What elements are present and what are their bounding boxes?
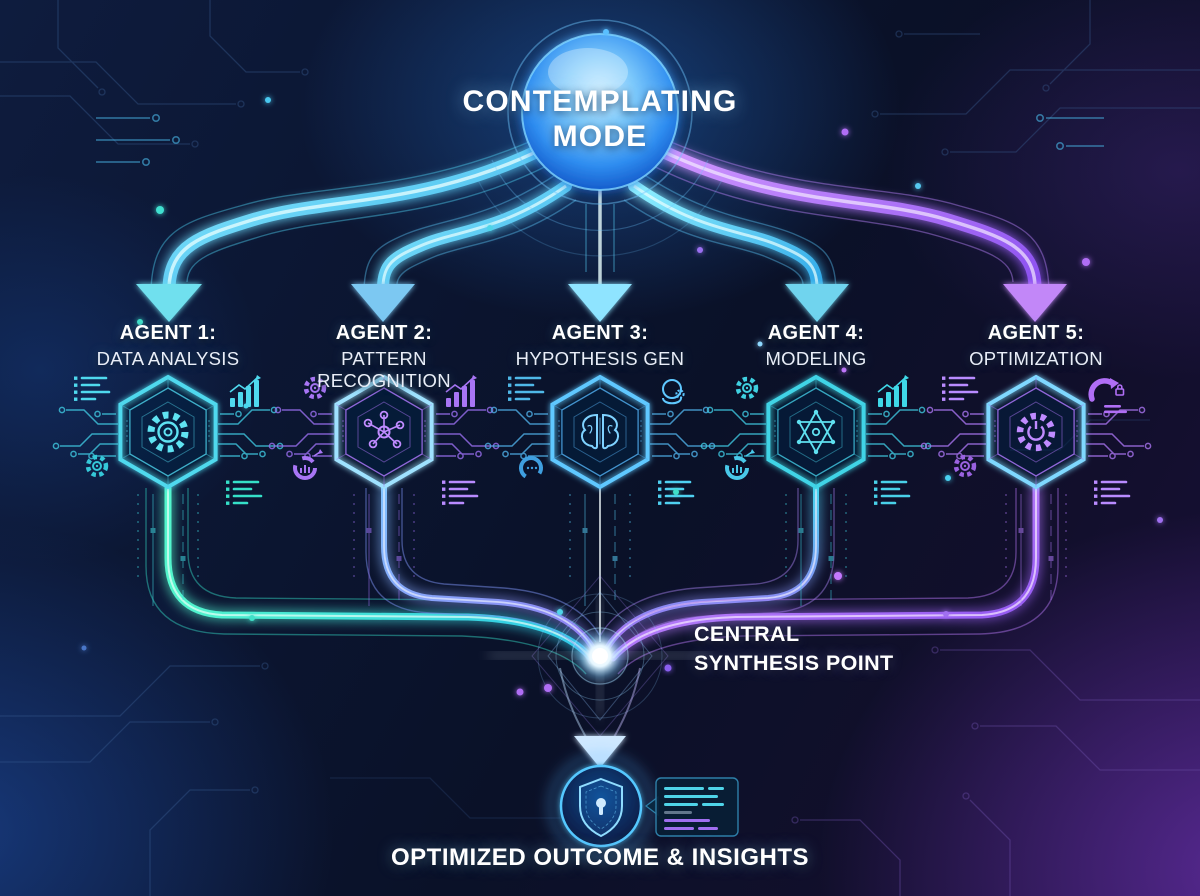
agent-name: AGENT 5: [987, 322, 1085, 344]
gear-icon [956, 457, 974, 475]
list-icon [872, 479, 911, 507]
flow-arrow-agent-4 [623, 171, 849, 322]
shield-lock-icon [579, 777, 623, 838]
outcome-arrow [559, 667, 641, 768]
agent-4-label: AGENT 4: MODELING [704, 322, 928, 370]
agent-role: HYPOTHESIS GEN [515, 348, 685, 369]
growth-bars-icon [229, 374, 262, 408]
flow-arrow-agent-2 [351, 171, 577, 322]
circuit-traces-right [217, 406, 284, 460]
circuit-traces-right [433, 406, 500, 460]
circuit-traces-right [649, 406, 716, 460]
agent-role: PATTERN RECOGNITION [317, 348, 451, 391]
power-gear-icon [1016, 412, 1056, 452]
background-circuit-traces-purple [791, 646, 1200, 896]
insights-panel [645, 777, 739, 837]
contemplating-orb [477, 19, 723, 257]
agent-1-node [52, 374, 284, 507]
brain-icon [580, 413, 620, 450]
agent-3-node [484, 375, 716, 507]
agent-3-label: AGENT 3: HYPOTHESIS GEN [488, 322, 712, 370]
agent-5-node [920, 375, 1152, 507]
gear-icon [738, 379, 756, 397]
agent-5-hexagon [988, 377, 1083, 487]
agent-1-label: AGENT 1: DATA ANALYSIS [56, 322, 280, 370]
agent-name: AGENT 4: [767, 322, 865, 344]
title-line-1: CONTEMPLATING [462, 85, 738, 118]
circuit-traces-left [268, 406, 335, 460]
orb-side-traces [96, 114, 1104, 167]
head-profile-icon [662, 379, 685, 405]
agent-5-label: AGENT 5: OPTIMIZATION [924, 322, 1148, 370]
circuit-traces-left [52, 406, 119, 460]
gear-icon [147, 411, 189, 453]
agent-name: AGENT 1: [119, 322, 217, 344]
network-nodes-icon [363, 410, 405, 449]
agent-role: DATA ANALYSIS [96, 348, 240, 369]
list-icon [940, 375, 979, 403]
central-label-line-2: SYNTHESIS POINT [694, 651, 894, 675]
agent-name: AGENT 3: [551, 322, 649, 344]
circuit-traces-left [484, 406, 551, 460]
gear-icon [88, 457, 106, 475]
list-icon [506, 375, 545, 403]
growth-bars-icon [877, 374, 910, 408]
converge-line-agent-5 [607, 484, 1059, 675]
glow-dots [81, 29, 1163, 696]
agent-4-hexagon [768, 377, 863, 487]
circuit-traces-right [865, 406, 932, 460]
agent-2-hexagon [336, 377, 431, 487]
converge-line-agent-2 [365, 485, 601, 665]
page-title: CONTEMPLATING MODE [400, 84, 800, 154]
agent-4-node [700, 374, 932, 507]
speedometer-icon [1091, 378, 1127, 413]
list-icon [224, 479, 263, 507]
hexagram-icon [796, 409, 836, 455]
circuit-traces-left [920, 406, 987, 460]
flow-arrow-agent-3 [568, 183, 632, 322]
central-synthesis-label: CENTRAL SYNTHESIS POINT [694, 620, 894, 678]
list-icon [440, 479, 479, 507]
agent-role: MODELING [765, 348, 867, 369]
agent-2-label: AGENT 2: PATTERN RECOGNITION [272, 322, 496, 392]
flow-arrow-agent-1 [136, 127, 563, 322]
list-icon [72, 375, 111, 403]
title-line-2: MODE [552, 120, 648, 153]
outcome-label: OPTIMIZED OUTCOME & INSIGHTS [390, 844, 809, 871]
agent-3-hexagon [552, 377, 647, 487]
circuit-traces-right [1085, 406, 1152, 460]
agent-1-hexagon [120, 377, 215, 487]
central-label-line-1: CENTRAL [694, 622, 800, 646]
list-icon [1092, 479, 1131, 507]
flow-arrow-agent-5 [637, 127, 1067, 322]
agent-name: AGENT 2: [335, 322, 433, 344]
agent-2-node [268, 374, 500, 507]
circuit-traces-left [700, 406, 767, 460]
agent-role: OPTIMIZATION [969, 348, 1103, 369]
outcome-badge [547, 752, 655, 860]
